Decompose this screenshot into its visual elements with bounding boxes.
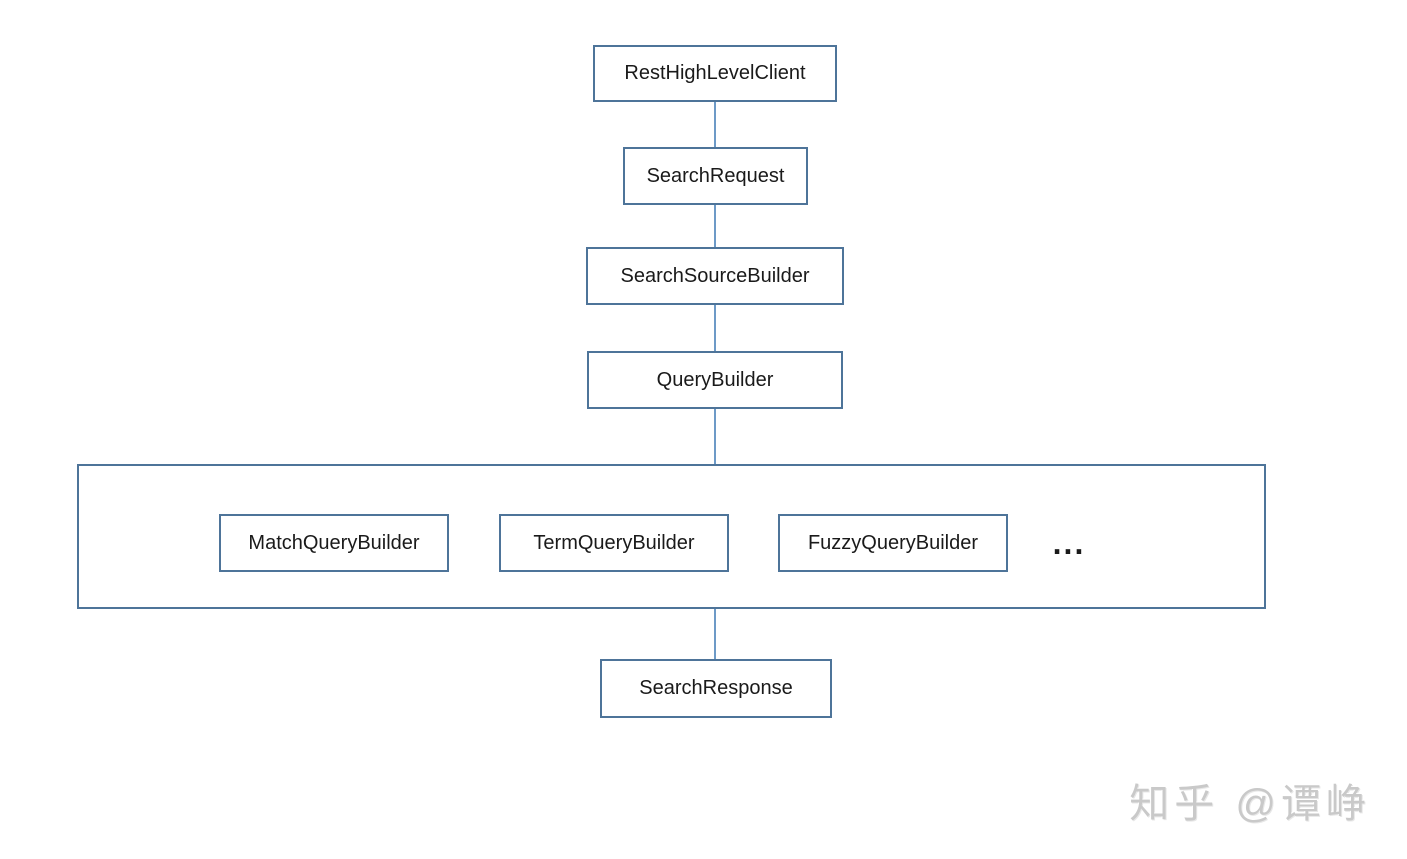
connector-querybuilder-to-group bbox=[714, 409, 716, 464]
connector-group-to-response bbox=[714, 609, 716, 659]
node-search-request: SearchRequest bbox=[623, 147, 808, 205]
connector-client-to-request bbox=[714, 102, 716, 147]
connector-sourcebuilder-to-querybuilder bbox=[714, 305, 716, 351]
node-fuzzy-query-builder: FuzzyQueryBuilder bbox=[778, 514, 1008, 572]
node-term-query-builder: TermQueryBuilder bbox=[499, 514, 729, 572]
node-match-query-builder: MatchQueryBuilder bbox=[219, 514, 449, 572]
node-search-response: SearchResponse bbox=[600, 659, 832, 718]
node-query-builder: QueryBuilder bbox=[587, 351, 843, 409]
query-builders-group: MatchQueryBuilder TermQueryBuilder Fuzzy… bbox=[77, 464, 1266, 609]
node-search-source-builder: SearchSourceBuilder bbox=[586, 247, 844, 305]
more-builders-ellipsis: ... bbox=[1052, 524, 1086, 561]
node-rest-high-level-client: RestHighLevelClient bbox=[593, 45, 837, 102]
connector-request-to-sourcebuilder bbox=[714, 205, 716, 247]
watermark: 知乎 @谭峥 bbox=[1129, 782, 1371, 826]
